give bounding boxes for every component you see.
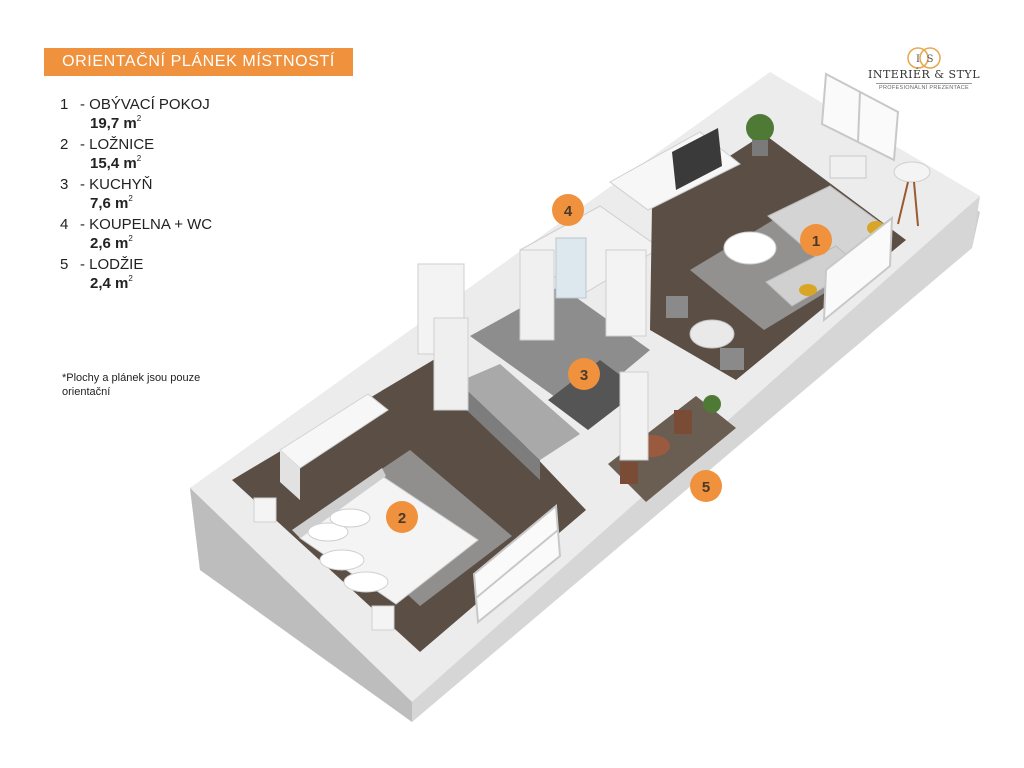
- floor-lamp-leg-1: [897, 181, 909, 225]
- brand-logo: I S INTERIÉR & STYL PROFESIONÁLNÍ PREZEN…: [868, 46, 980, 94]
- room-marker-3-label: 3: [580, 367, 588, 384]
- tv: [672, 128, 722, 190]
- dining-chair-1: [666, 296, 688, 318]
- legend-room-name: - OBÝVACÍ POKOJ: [80, 96, 210, 113]
- page-title: ORIENTAČNÍ PLÁNEK MÍSTNOSTÍ: [44, 48, 353, 76]
- bedroom-window-bar: [475, 529, 559, 599]
- kitchen-counter: [458, 364, 580, 460]
- legend-number: 5: [60, 256, 69, 273]
- room-marker-2-label: 2: [398, 510, 406, 527]
- bed-headboard: [292, 468, 386, 538]
- kitchen-cabinets: [548, 360, 640, 430]
- bedroom-dresser-front: [280, 450, 300, 500]
- room-marker-4: 4: [552, 194, 584, 226]
- brand-name: INTERIÉR & STYL: [868, 68, 980, 81]
- legend-item-loggia: 5 - LODŽIE 2,4 m2: [60, 256, 280, 296]
- dining-table: [689, 319, 735, 349]
- legend-item-living-room: 1 - OBÝVACÍ POKOJ 19,7 m2: [60, 96, 280, 136]
- loggia-chair-1: [674, 410, 692, 434]
- legend-number: 1: [60, 96, 69, 113]
- room-marker-5-label: 5: [702, 479, 710, 496]
- legend-room-name: - LODŽIE: [80, 256, 144, 273]
- room-marker-4-label: 4: [564, 203, 573, 220]
- door-bedroom: [433, 317, 469, 411]
- loggia-chair-2: [620, 462, 638, 484]
- legend-item-kitchen: 3 - KUCHYŇ 7,6 m2: [60, 176, 280, 216]
- floor-lamp-shade: [893, 161, 931, 183]
- brand-tagline: PROFESIONÁLNÍ PREZENTACE: [879, 85, 969, 91]
- loggia-plant: [703, 395, 721, 413]
- pillow-2: [329, 508, 371, 528]
- nightstand-2: [371, 605, 395, 631]
- legend-room-name: - LOŽNICE: [80, 136, 155, 153]
- room-legend: 1 - OBÝVACÍ POKOJ 19,7 m2 2 - LOŽNICE 15…: [60, 96, 280, 296]
- plan-front-wall-left: [190, 488, 412, 722]
- pillow-3: [319, 549, 365, 571]
- radiator: [829, 155, 867, 179]
- door-loggia: [619, 371, 649, 461]
- floor-lamp-leg-2: [913, 181, 919, 227]
- legend-room-area: 7,6 m2: [90, 194, 133, 212]
- legend-room-name: - KOUPELNA + WC: [80, 216, 213, 233]
- bedroom-dresser: [279, 393, 389, 469]
- legend-room-area: 15,4 m2: [90, 154, 142, 172]
- legend-room-area: 2,4 m2: [90, 274, 133, 292]
- room-marker-5: 5: [690, 470, 722, 502]
- living-front-window: [822, 215, 894, 323]
- room-marker-3: 3: [568, 358, 600, 390]
- legend-item-bathroom: 4 - KOUPELNA + WC 2,6 m2: [60, 216, 280, 256]
- svg-text:S: S: [927, 54, 934, 65]
- loggia-floor: [608, 396, 736, 502]
- room-marker-1-label: 1: [812, 233, 820, 250]
- coffee-table: [723, 231, 777, 265]
- living-window-bar: [857, 91, 861, 143]
- brand-divider: [876, 83, 972, 84]
- living-plant-pot: [752, 140, 768, 156]
- pillow-4: [343, 571, 389, 593]
- room-marker-2: 2: [386, 501, 418, 533]
- legend-number: 2: [60, 136, 69, 153]
- bathroom-shower: [555, 237, 587, 299]
- living-plant: [746, 114, 774, 142]
- cushion-2: [799, 284, 817, 296]
- monogram-icon: I S: [907, 47, 941, 69]
- legend-room-area: 2,6 m2: [90, 234, 133, 252]
- svg-text:I: I: [916, 54, 920, 65]
- room-marker-1: 1: [800, 224, 832, 256]
- nightstand-1: [253, 497, 277, 523]
- pillow-1: [307, 522, 349, 542]
- kitchen-counter-front: [458, 382, 540, 480]
- bathroom-wall-b: [605, 249, 647, 337]
- legend-room-area: 19,7 m2: [90, 114, 142, 132]
- legend-number: 3: [60, 176, 69, 193]
- disclaimer-note: *Plochy a plánek jsou pouze orientační: [62, 372, 201, 398]
- dining-chair-2: [720, 348, 744, 370]
- legend-number: 4: [60, 216, 69, 233]
- bathroom-wall-a: [519, 249, 555, 341]
- legend-item-bedroom: 2 - LOŽNICE 15,4 m2: [60, 136, 280, 176]
- legend-room-name: - KUCHYŇ: [80, 176, 153, 193]
